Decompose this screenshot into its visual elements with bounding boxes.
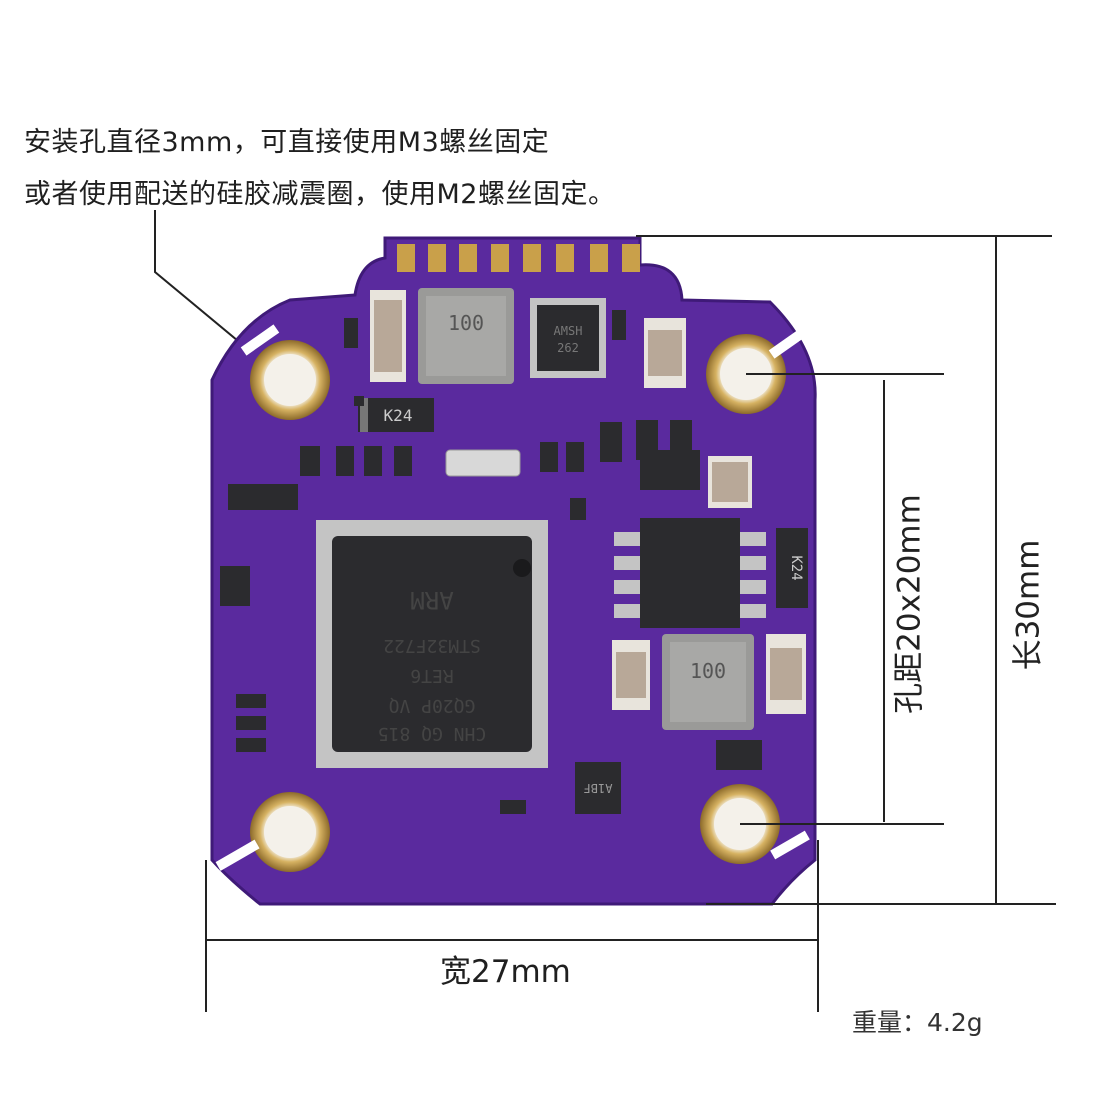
diode-right-text: K24 [788, 555, 804, 580]
soic-chip [614, 518, 766, 628]
mounting-hole-top-left [250, 340, 330, 420]
damper-note: 或者使用配送的硅胶减震圈，使用M2螺丝固定。 [24, 179, 616, 210]
inductor-bottom: 100 [662, 634, 754, 730]
hole-spacing-label: 孔距20x20mm [886, 489, 928, 719]
inductor-top-text: 100 [448, 311, 484, 335]
header-pads [397, 244, 640, 272]
regulator-text: A1BF [584, 781, 613, 795]
top-ic-text-2: 262 [557, 341, 579, 355]
width-label: 宽27mm [440, 954, 571, 990]
hole-spacing-dimension [740, 373, 944, 825]
length-dimension [636, 235, 1056, 905]
mcu-text-2: STM32F722 [383, 635, 481, 656]
hole-spacing-text: 孔距20x20mm [891, 494, 928, 714]
mcu-text-1: ARM [410, 586, 453, 614]
crystal [445, 449, 521, 477]
mounting-hole-note: 安装孔直径3mm，可直接使用M3螺丝固定 [24, 127, 550, 158]
smd-parts [220, 310, 762, 814]
mcu-text-5: CHN GQ 815 [378, 723, 486, 744]
top-ic-text-1: AMSH [554, 324, 583, 338]
diode-top-text: K24 [384, 406, 413, 425]
weight-label: 重量：4.2g [852, 1008, 983, 1037]
inductor-bottom-text: 100 [690, 659, 726, 683]
regulator-chip: A1BF [575, 762, 621, 814]
top-ic: AMSH 262 [530, 298, 606, 378]
width-dimension [205, 840, 819, 1012]
mcu-chip: ARM STM32F722 RET6 GQ20P VQ CHN GQ 815 [316, 520, 548, 768]
length-text: 长30mm [1010, 539, 1047, 671]
mcu-text-4: GQ20P VQ [389, 695, 476, 716]
mounting-hole-bottom-left [250, 792, 330, 872]
diode-top: K24 [358, 398, 434, 432]
capacitors [370, 290, 806, 714]
length-label: 长30mm [1005, 505, 1047, 705]
diode-right: K24 [776, 528, 808, 608]
mcu-text-3: RET6 [410, 665, 453, 686]
inductor-top: 100 [418, 288, 514, 384]
